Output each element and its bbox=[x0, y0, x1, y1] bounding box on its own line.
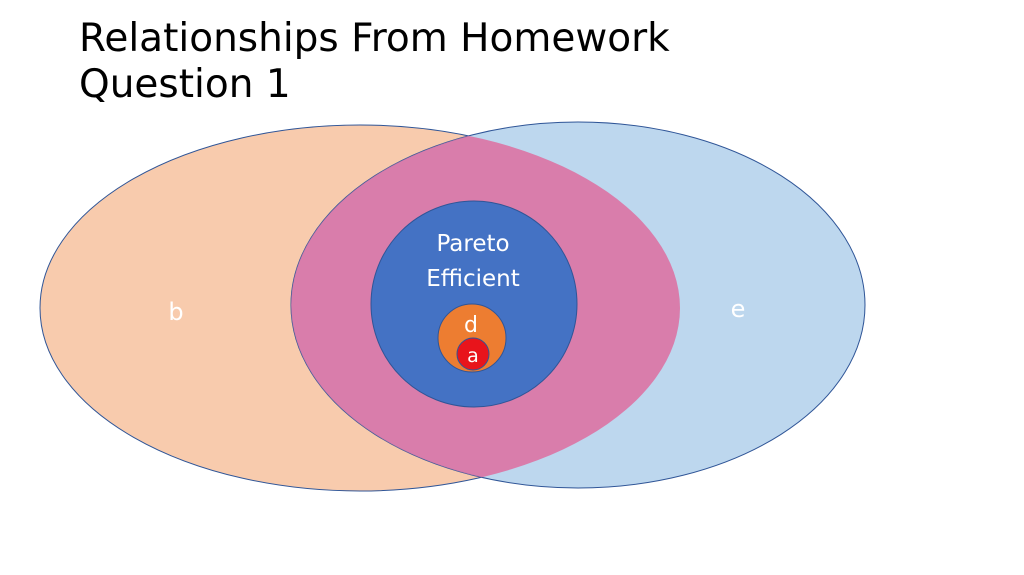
label-e: e bbox=[731, 295, 746, 323]
label-b: b bbox=[168, 298, 183, 326]
slide-title: Relationships From Homework Question 1 bbox=[79, 16, 979, 108]
label-a: a bbox=[467, 345, 479, 367]
title-line-2: Question 1 bbox=[79, 62, 291, 107]
title-line-1: Relationships From Homework bbox=[79, 16, 670, 61]
label-d: d bbox=[464, 313, 478, 338]
set-a-circle bbox=[456, 337, 490, 371]
label-pareto-line-1: Pareto bbox=[436, 231, 509, 257]
label-pareto-line-2: Efficient bbox=[426, 266, 520, 292]
